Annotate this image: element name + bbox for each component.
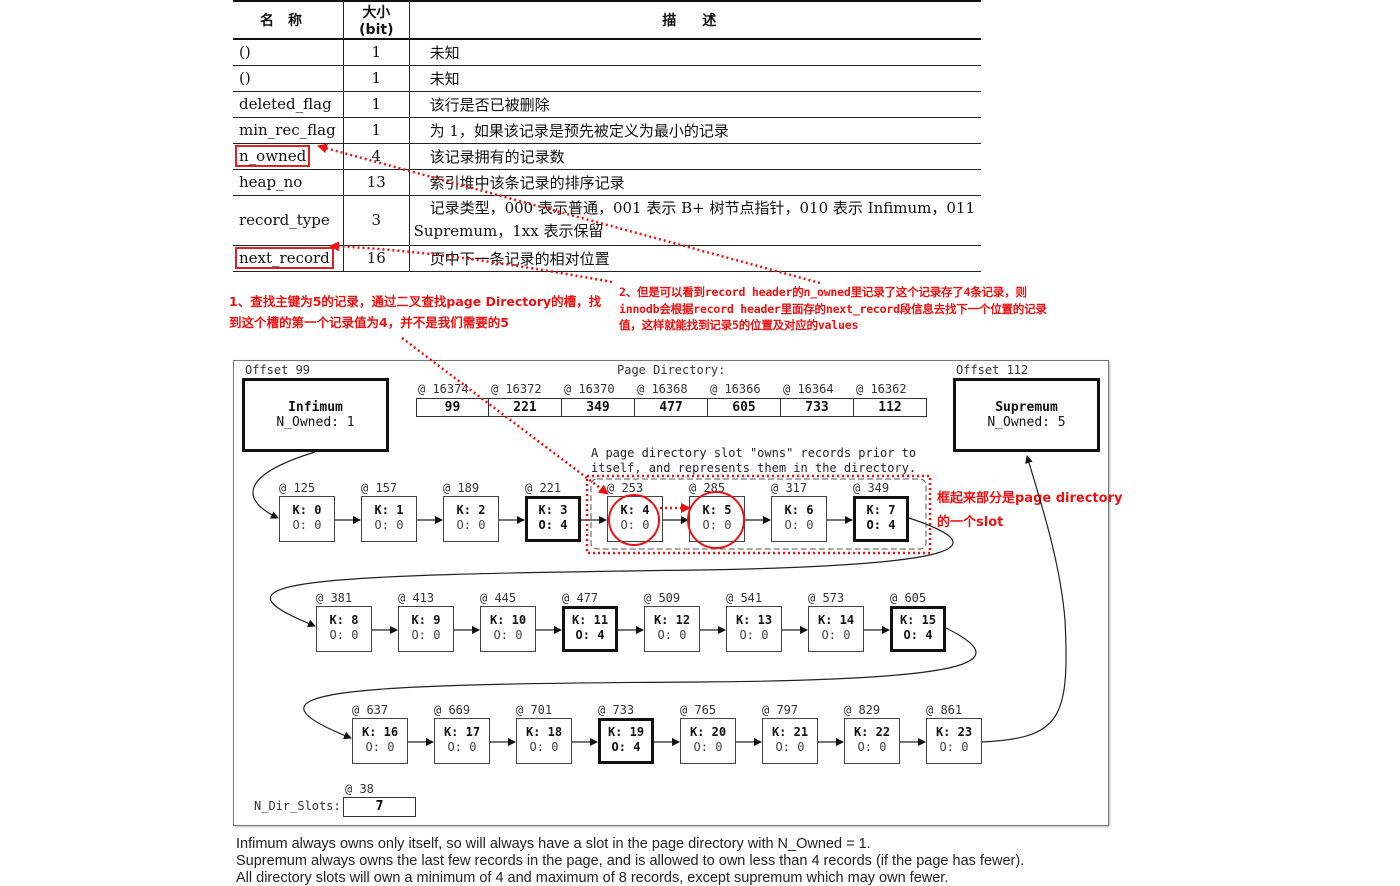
field-size: 1 [343, 91, 410, 118]
field-size: 1 [343, 117, 410, 144]
field-desc: 页中下一条记录的相对位置 [409, 245, 981, 272]
annotation-step-1: 1、查找主键为5的记录，通过二叉查找page Directory的槽，找 到这个… [229, 294, 602, 330]
caption-line-3: All directory slots will own a minimum o… [236, 870, 949, 886]
caption-line-2: Supremum always owns the last few record… [236, 853, 1025, 869]
n-owned-highlight: n_owned [235, 145, 311, 167]
field-size: 1 [343, 65, 410, 92]
annotation-slot-label: 框起来部分是page directory 的一个slot [937, 491, 1123, 530]
n-dir-slots-label: N_Dir_Slots: [254, 799, 341, 813]
table-row-n-owned: n_owned 4 该记录拥有的记录数 [233, 143, 981, 170]
table-row: record_type 3 记录类型，000 表示普通，001 表示 B+ 树节… [233, 195, 981, 246]
table-row-next-record: next_record 16 页中下一条记录的相对位置 [233, 245, 981, 272]
table-row: heap_no 13 索引堆中该条记录的排序记录 [233, 169, 981, 196]
n-dir-slots-value: 7 [343, 797, 416, 817]
infimum-offset-label: Offset 99 [245, 363, 311, 377]
field-name: deleted_flag [233, 91, 345, 118]
field-desc: 该记录拥有的记录数 [409, 143, 981, 170]
infimum-record: Infimum N_Owned: 1 [242, 378, 389, 452]
supremum-record: Supremum N_Owned: 5 [953, 378, 1100, 452]
field-name: () [233, 65, 345, 92]
field-desc: 为 1，如果该记录是预先被定义为最小的记录 [409, 117, 981, 144]
next-record-highlight: next_record [235, 247, 334, 269]
table-header-row: 名称 大小 (bit) 描述 [233, 0, 981, 40]
annotation-step-2: 2、但是可以看到record header的n_owned里记录了这个记录存了4… [619, 285, 1047, 332]
column-header-name: 名称 [233, 0, 345, 40]
field-desc-line2: Supremum，1xx 表示保留 [413, 222, 604, 240]
field-desc: 索引堆中该条记录的排序记录 [409, 169, 981, 196]
field-desc: 该行是否已被删除 [409, 91, 981, 118]
field-size: 3 [343, 195, 410, 246]
caption-line-1: Infimum always owns only itself, so will… [236, 836, 871, 852]
field-desc: 未知 [409, 39, 981, 66]
field-desc: 记录类型，000 表示普通，001 表示 B+ 树节点指针，010 表示 Inf… [429, 199, 975, 217]
slot-ownership-note: A page directory slot "owns" records pri… [591, 446, 917, 475]
field-name: () [233, 39, 345, 66]
field-desc: 未知 [409, 65, 981, 92]
field-size: 4 [343, 143, 410, 170]
table-row: min_rec_flag 1 为 1，如果该记录是预先被定义为最小的记录 [233, 117, 981, 144]
table-row: deleted_flag 1 该行是否已被删除 [233, 91, 981, 118]
field-size: 16 [343, 245, 410, 272]
field-name: record_type [233, 195, 345, 246]
table-row: () 1 未知 [233, 39, 981, 66]
n-dir-slots-addr: @ 38 [345, 782, 374, 796]
column-header-size: 大小 (bit) [343, 0, 410, 40]
field-name: min_rec_flag [233, 117, 345, 144]
supremum-offset-label: Offset 112 [956, 363, 1029, 377]
field-size: 13 [343, 169, 410, 196]
column-header-desc: 描述 [409, 0, 981, 40]
record-header-table: 名称 大小 (bit) 描述 () 1 未知 () 1 未知 deleted_f… [233, 0, 981, 272]
page-directory-title: Page Directory: [617, 363, 726, 377]
field-name: heap_no [233, 169, 345, 196]
field-size: 1 [343, 39, 410, 66]
table-row: () 1 未知 [233, 65, 981, 92]
